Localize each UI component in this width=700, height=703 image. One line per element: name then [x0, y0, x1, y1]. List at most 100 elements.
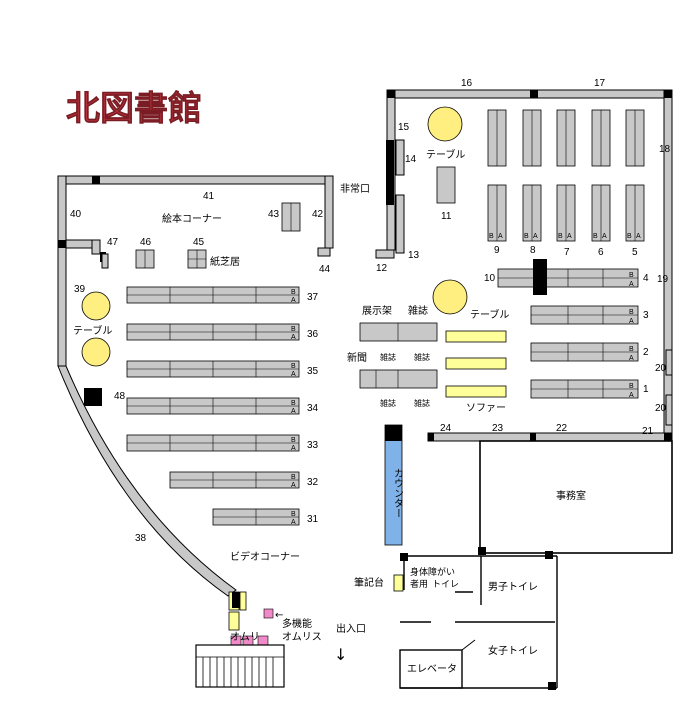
horizontal-shelves-right: [497, 268, 639, 399]
num-19: 19: [657, 274, 669, 285]
wall-12: [375, 249, 395, 259]
wall-lower: [427, 432, 673, 442]
num-40: 40: [70, 209, 82, 220]
num-31: 31: [307, 514, 319, 525]
label-table-left: テーブル: [73, 324, 112, 337]
office-room: [479, 440, 673, 554]
svg-text:B: B: [291, 326, 296, 333]
emergency-exit-door: [386, 140, 394, 205]
num-48: 48: [114, 391, 126, 402]
label-counter: カウンター: [392, 468, 404, 518]
sofa-1: [445, 330, 507, 343]
shelf-11: [436, 166, 456, 204]
label-display-shelf: 展示架: [362, 305, 392, 317]
num-36: 36: [307, 329, 319, 340]
label-writing-desk: 筆記台: [354, 576, 384, 589]
sofa-2: [445, 357, 507, 370]
num-45: 45: [193, 237, 205, 248]
post-8: [533, 259, 547, 295]
svg-text:B: B: [291, 363, 296, 370]
table-center: [432, 279, 468, 315]
num-17: 17: [594, 78, 606, 89]
elevator: [399, 649, 463, 689]
wall-right: [663, 89, 673, 441]
svg-text:B: B: [629, 383, 634, 390]
svg-text:B: B: [629, 309, 634, 316]
vertical-shelves-top: [487, 109, 645, 167]
num-8: 8: [530, 245, 536, 256]
label-womens-toilet: 女子トイレ: [488, 644, 538, 657]
num-42: 42: [312, 209, 324, 220]
label-magazines-4: 雑誌: [380, 398, 396, 408]
label-magazines-5: 雑誌: [414, 398, 430, 408]
table-left-2: [81, 337, 111, 367]
svg-text:B: B: [291, 437, 296, 444]
num-18: 18: [659, 144, 671, 155]
svg-text:A: A: [567, 233, 572, 240]
label-table-center: テーブル: [470, 308, 509, 321]
num-34: 34: [307, 403, 319, 414]
num-37: 37: [307, 292, 319, 303]
num-46: 46: [140, 237, 152, 248]
num-47: 47: [107, 237, 119, 248]
label-multifunction-1: 多機能: [282, 617, 312, 630]
num-7: 7: [564, 247, 570, 258]
num-6: 6: [598, 247, 604, 258]
num-39: 39: [74, 284, 86, 295]
label-picture-book-corner: 絵本コーナー: [162, 212, 222, 225]
label-newspapers: 新聞: [347, 351, 367, 364]
svg-text:A: A: [291, 482, 296, 489]
svg-text:A: A: [291, 519, 296, 526]
label-magazines-top: 雑誌: [408, 304, 428, 317]
label-accessible-1: 身体障がい: [410, 566, 455, 577]
label-kamishibai: 紙芝居: [210, 255, 240, 268]
num-21: 21: [642, 426, 654, 437]
svg-text:A: A: [629, 318, 634, 325]
label-accessible-3: トイレ: [432, 579, 459, 589]
label-entrance: 出入口: [336, 622, 366, 635]
label-omuri: オムリ: [230, 631, 260, 643]
wall-20a: [665, 349, 673, 376]
label-multifunction-2: オムリス: [282, 631, 322, 643]
label-magazines-2: 雑誌: [380, 352, 396, 362]
num-12: 12: [376, 263, 388, 274]
label-video-corner: ビデオコーナー: [230, 550, 300, 563]
svg-text:A: A: [291, 408, 296, 415]
num-23: 23: [492, 423, 504, 434]
stairs: [195, 644, 285, 688]
svg-text:B: B: [524, 233, 529, 240]
svg-text:A: A: [291, 297, 296, 304]
num-15: 15: [398, 122, 410, 133]
num-11: 11: [441, 211, 452, 222]
svg-text:B: B: [291, 474, 296, 481]
num-35: 35: [307, 366, 319, 377]
multifunction-device: [263, 608, 274, 619]
writing-desk: [393, 574, 404, 592]
num-1: 1: [643, 384, 649, 395]
svg-text:B: B: [489, 233, 494, 240]
num-44: 44: [319, 264, 331, 275]
num-16: 16: [461, 78, 473, 89]
table-top: [427, 106, 463, 142]
num-22: 22: [556, 423, 568, 434]
num-14: 14: [405, 154, 417, 165]
svg-text:B: B: [629, 272, 634, 279]
svg-text:B: B: [291, 511, 296, 518]
num-20b: 20: [655, 403, 667, 414]
num-9: 9: [494, 245, 500, 256]
num-2: 2: [643, 347, 649, 358]
svg-text:B: B: [558, 233, 563, 240]
magazine-shelves: [359, 322, 438, 389]
svg-text:A: A: [498, 233, 503, 240]
svg-text:B: B: [627, 233, 632, 240]
svg-text:A: A: [291, 371, 296, 378]
svg-text:A: A: [602, 233, 607, 240]
num-32: 32: [307, 477, 319, 488]
shelves-left: [126, 286, 300, 526]
num-3: 3: [643, 310, 649, 321]
wall-47-left: [65, 239, 95, 249]
label-office: 事務室: [556, 489, 586, 502]
wall-42: [324, 175, 334, 249]
